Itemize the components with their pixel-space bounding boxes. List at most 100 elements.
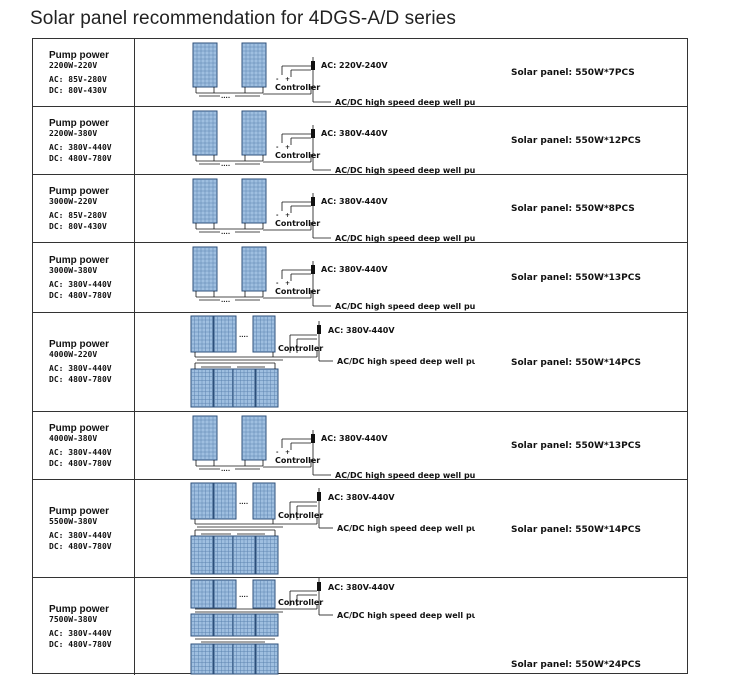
plus-sign: +	[285, 280, 290, 287]
solar-panel-icon	[192, 110, 218, 156]
dc-input-range: DC: 480V-780V	[49, 541, 112, 551]
solar-panel-icon	[190, 368, 214, 408]
series-dots: ....	[221, 229, 230, 236]
solar-panel-recommendation: Solar panel: 550W*14PCS	[511, 525, 642, 535]
solar-panel-recommendation: Solar panel: 550W*24PCS	[511, 660, 642, 670]
pump-label: AC/DC high speed deep well pump	[335, 98, 475, 107]
solar-panel-icon	[241, 178, 267, 224]
minus-sign: -	[276, 280, 279, 287]
breaker-icon	[311, 129, 315, 138]
series-dots: ....	[221, 466, 230, 473]
dc-input-range: DC: 480V-780V	[49, 153, 112, 163]
pump-label: AC/DC high speed deep well pump	[337, 357, 475, 366]
pump-power-value: 5500W-380V	[49, 516, 98, 526]
solar-panel-icon	[232, 643, 256, 675]
solar-panel-icon	[213, 643, 237, 675]
pump-power-heading: Pump power	[49, 505, 110, 517]
solar-panel-recommendation: Solar panel: 550W*8PCS	[511, 204, 635, 214]
solar-panel-icon	[252, 579, 276, 609]
recommendation-table: Pump power 2200W-220V AC: 85V-280V DC: 8…	[32, 38, 688, 675]
solar-panel-icon	[190, 535, 214, 575]
ac-output-label: AC: 380V-440V	[321, 129, 388, 138]
solar-panel-icon	[232, 535, 256, 575]
pump-spec-cell: Pump power 7500W-380V AC: 380V-440V DC: …	[33, 578, 135, 675]
pump-power-value: 7500W-380V	[49, 614, 98, 624]
ac-input-range: AC: 85V-280V	[49, 210, 107, 220]
ac-input-range: AC: 380V-440V	[49, 628, 112, 638]
ac-input-range: AC: 380V-440V	[49, 142, 112, 152]
breaker-icon	[311, 61, 315, 70]
pump-power-value: 2200W-380V	[49, 128, 98, 138]
solar-panel-icon	[190, 643, 214, 675]
ac-output-label: AC: 380V-440V	[328, 583, 395, 592]
solar-panel-icon	[255, 613, 279, 637]
table-row: Pump power 2200W-380V AC: 380V-440V DC: …	[33, 107, 687, 175]
ac-input-range: AC: 380V-440V	[49, 447, 112, 457]
series-dots: ....	[239, 332, 248, 339]
table-row: Pump power 7500W-380V AC: 380V-440V DC: …	[33, 578, 687, 675]
series-dots: ....	[221, 297, 230, 304]
pump-spec-cell: Pump power 2200W-220V AC: 85V-280V DC: 8…	[33, 39, 135, 106]
pump-power-value: 3000W-220V	[49, 196, 98, 206]
breaker-icon	[317, 325, 321, 334]
solar-panel-icon	[241, 415, 267, 461]
breaker-icon	[311, 265, 315, 274]
breaker-icon	[311, 197, 315, 206]
pump-power-heading: Pump power	[49, 339, 110, 350]
pump-power-heading: Pump power	[49, 603, 110, 615]
ac-input-range: AC: 380V-440V	[49, 364, 112, 373]
dc-input-range: DC: 480V-780V	[49, 458, 112, 468]
pump-power-value: 4000W-220V	[49, 350, 98, 359]
solar-panel-icon	[192, 415, 218, 461]
solar-panel-recommendation: Solar panel: 550W*14PCS	[511, 358, 642, 368]
solar-panel-icon	[192, 178, 218, 224]
ac-output-label: AC: 380V-440V	[328, 326, 395, 335]
plus-sign: +	[285, 76, 290, 83]
ac-input-range: AC: 85V-280V	[49, 74, 107, 84]
pump-spec-cell: Pump power 4000W-220V AC: 380V-440V DC: …	[33, 313, 135, 411]
table-row: Pump power 5500W-380V AC: 380V-440V DC: …	[33, 480, 687, 578]
minus-sign: -	[276, 76, 279, 83]
solar-panel-icon	[252, 482, 276, 520]
pump-power-heading: Pump power	[49, 117, 110, 129]
ac-output-label: AC: 380V-440V	[321, 265, 388, 274]
controller-label: Controller	[275, 219, 320, 228]
breaker-icon	[311, 434, 315, 443]
pump-label: AC/DC high speed deep well pump	[335, 302, 475, 311]
pump-spec-cell: Pump power 3000W-220V AC: 85V-280V DC: 8…	[33, 175, 135, 242]
table-row: Pump power 4000W-380V AC: 380V-440V DC: …	[33, 412, 687, 480]
dc-input-range: DC: 480V-780V	[49, 375, 112, 384]
minus-sign: -	[276, 144, 279, 151]
pump-spec-cell: Pump power 5500W-380V AC: 380V-440V DC: …	[33, 480, 135, 577]
ac-output-label: AC: 380V-440V	[328, 493, 395, 502]
solar-panel-icon	[241, 42, 267, 88]
solar-panel-icon	[190, 482, 214, 520]
solar-panel-recommendation: Solar panel: 550W*13PCS	[511, 441, 642, 451]
solar-panel-recommendation: Solar panel: 550W*7PCS	[511, 68, 635, 78]
breaker-icon	[317, 492, 321, 501]
solar-panel-icon	[232, 613, 256, 637]
dc-input-range: DC: 480V-780V	[49, 639, 112, 649]
ac-output-label: AC: 220V-240V	[321, 61, 388, 70]
breaker-icon	[317, 582, 321, 591]
pump-label: AC/DC high speed deep well pump	[335, 234, 475, 243]
solar-panel-icon	[190, 579, 214, 609]
pump-power-heading: Pump power	[49, 254, 110, 266]
ac-input-range: AC: 380V-440V	[49, 530, 112, 540]
table-row: Pump power 3000W-220V AC: 85V-280V DC: 8…	[33, 175, 687, 243]
solar-panel-recommendation: Solar panel: 550W*13PCS	[511, 273, 642, 283]
controller-label: Controller	[275, 456, 320, 465]
plus-sign: +	[285, 144, 290, 151]
solar-panel-icon	[255, 535, 279, 575]
